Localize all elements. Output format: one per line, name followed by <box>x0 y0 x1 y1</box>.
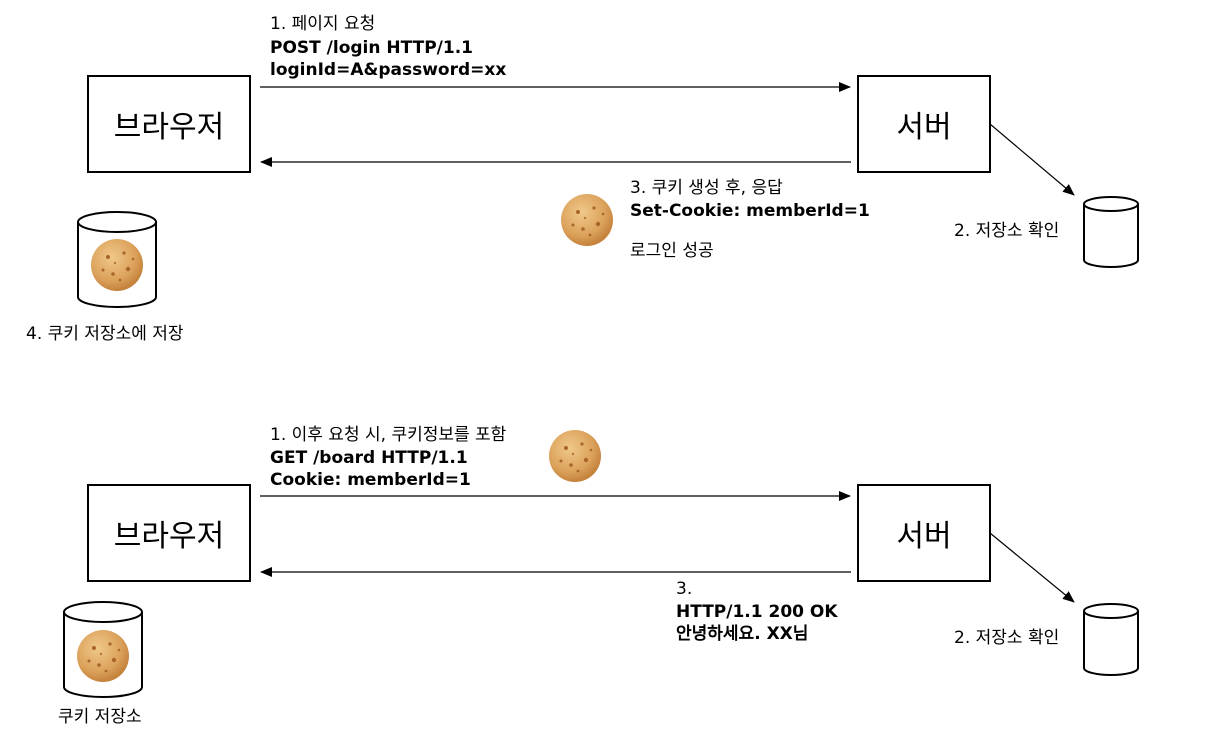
cookie-icon <box>91 239 143 291</box>
cookie-icon <box>549 430 601 482</box>
login-success-label: 로그인 성공 <box>630 241 714 261</box>
cookie-store-save-label: 4. 쿠키 저장소에 저장 <box>26 324 184 344</box>
response-status-label: HTTP/1.1 200 OK <box>676 602 838 622</box>
request-body-label: loginId=A&password=xx <box>270 60 507 80</box>
browser-box-2: 브라우저 <box>87 484 251 582</box>
server-box-1: 서버 <box>857 75 991 173</box>
request-step-label: 1. 페이지 요청 <box>270 14 376 34</box>
cookie-store-cylinder-icon-1 <box>77 211 157 308</box>
server-label: 서버 <box>896 110 952 145</box>
set-cookie-header-label: Set-Cookie: memberId=1 <box>630 201 870 221</box>
request-step-label: 1. 이후 요청 시, 쿠키정보를 포함 <box>270 425 507 445</box>
response-body-label: 안녕하세요. XX님 <box>676 624 809 644</box>
request-line-label: GET /board HTTP/1.1 <box>270 448 468 468</box>
cookie-store-cylinder-icon-2 <box>63 601 143 698</box>
response-step-label: 3. <box>676 579 693 599</box>
server-box-2: 서버 <box>857 484 991 582</box>
browser-label: 브라우저 <box>113 110 225 145</box>
response-step-label: 3. 쿠키 생성 후, 응답 <box>630 178 783 198</box>
cookie-icon <box>561 194 613 246</box>
cookie-header-label: Cookie: memberId=1 <box>270 470 471 490</box>
browser-box-1: 브라우저 <box>87 75 251 173</box>
cookie-icon <box>77 630 129 682</box>
cookie-store-label: 쿠키 저장소 <box>58 707 142 727</box>
server-storage-arrow-1 <box>989 123 1075 196</box>
server-storage-check-label: 2. 저장소 확인 <box>954 628 1060 648</box>
server-storage-check-label: 2. 저장소 확인 <box>954 221 1060 241</box>
request-line-label: POST /login HTTP/1.1 <box>270 38 473 58</box>
server-label: 서버 <box>896 519 952 554</box>
browser-label: 브라우저 <box>113 519 225 554</box>
server-storage-cylinder-icon-2 <box>1083 603 1139 676</box>
server-storage-cylinder-icon-1 <box>1083 196 1139 268</box>
server-storage-arrow-2 <box>989 532 1075 603</box>
